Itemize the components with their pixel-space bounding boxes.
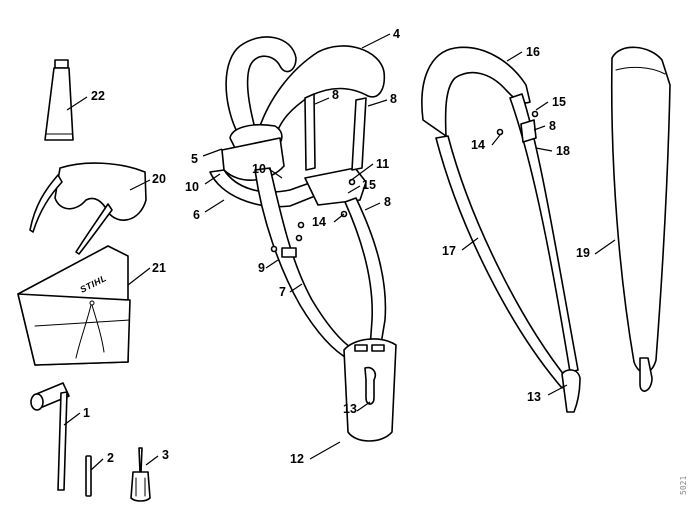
callout-6: 6 [193, 208, 200, 222]
safety-glasses [29, 162, 147, 255]
callout-labels: 22 20 21 1 2 3 4 5 10 6 8 8 10 11 15 8 1… [83, 27, 590, 466]
callout-10-center: 10 [252, 162, 266, 176]
callout-13-strap: 13 [527, 390, 541, 404]
callout-21: 21 [152, 261, 166, 275]
callout-8-lower: 8 [384, 195, 391, 209]
callout-3: 3 [162, 448, 169, 462]
corner-mark: 5021 [679, 476, 688, 495]
callout-8-upper-right: 8 [390, 92, 397, 106]
grease-tube [44, 59, 74, 141]
tool-pouch: STIHL [17, 245, 131, 366]
callout-13-harness: 13 [343, 402, 357, 416]
callout-22: 22 [91, 89, 105, 103]
callout-2: 2 [107, 451, 114, 465]
callout-4: 4 [393, 27, 400, 41]
callout-20: 20 [152, 172, 166, 186]
callout-8-upper-left: 8 [332, 88, 339, 102]
leader-lines [63, 33, 616, 471]
shoulder-strap [421, 46, 581, 413]
screwdriver [130, 447, 151, 502]
callout-14-harness: 14 [312, 215, 326, 229]
pin [85, 455, 92, 497]
callout-1: 1 [83, 406, 90, 420]
callout-16: 16 [526, 45, 540, 59]
callout-15-harness: 15 [362, 178, 376, 192]
callout-9: 9 [258, 261, 265, 275]
callout-12: 12 [290, 452, 304, 466]
callout-18: 18 [556, 144, 570, 158]
callout-19: 19 [576, 246, 590, 260]
callout-14-strap: 14 [471, 138, 485, 152]
callout-7: 7 [279, 285, 286, 299]
shoulder-pad [610, 46, 671, 392]
callout-8-strap: 8 [549, 119, 556, 133]
callout-5: 5 [191, 152, 198, 166]
callout-10-left: 10 [185, 180, 199, 194]
callout-11: 11 [376, 157, 389, 171]
callout-15-strap: 15 [552, 95, 566, 109]
combination-wrench [30, 382, 70, 491]
callout-17: 17 [442, 244, 456, 258]
full-harness: STIHL [209, 36, 397, 442]
